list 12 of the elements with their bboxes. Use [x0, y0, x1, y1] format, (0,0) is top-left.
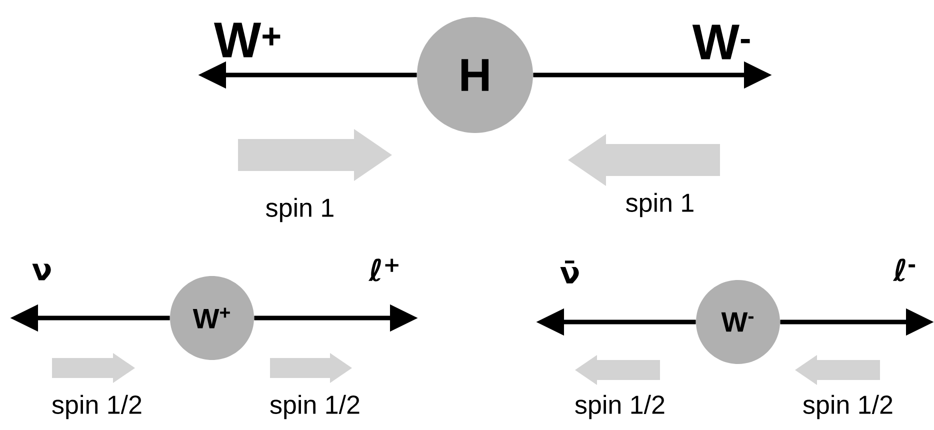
- particle-label: ν̄: [560, 260, 579, 284]
- particle-label: ℓ$^{+}$: [368, 258, 398, 282]
- particle-label: ν: [32, 264, 51, 280]
- particle-label: W$^{-}$: [692, 24, 750, 60]
- particle-label: W$^{+}$: [214, 22, 280, 58]
- particle-label: ℓ$^{-}$: [892, 258, 916, 282]
- spin-label: spin 1/2: [270, 394, 360, 420]
- spin-label: spin 1/2: [575, 394, 664, 420]
- spin-label: spin 1/2: [52, 394, 142, 420]
- spin-label: spin 1: [626, 192, 694, 218]
- spin-label: spin 1/2: [803, 394, 892, 420]
- spin-label: spin 1: [266, 198, 334, 222]
